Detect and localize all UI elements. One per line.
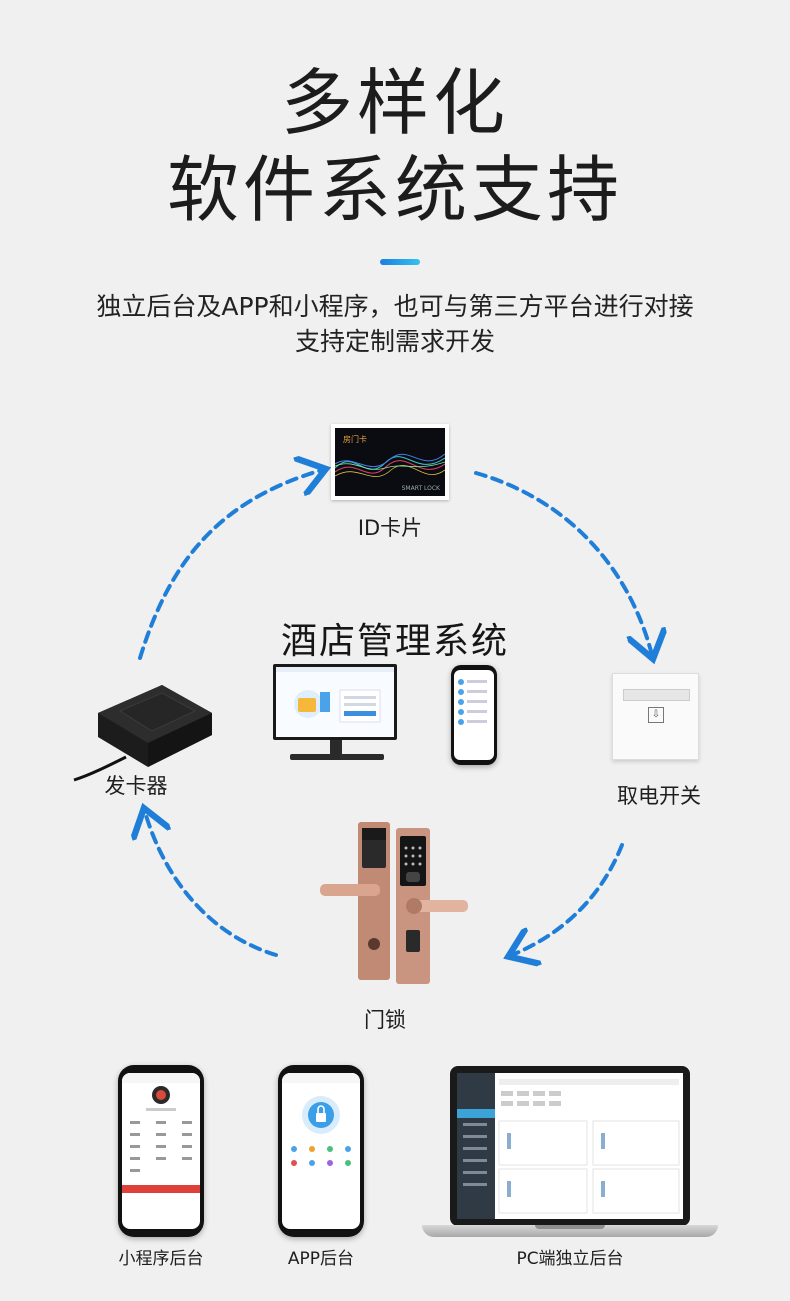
node-label-power-switch: 取电开关 xyxy=(617,784,701,808)
card-brand-text: SMART LOCK xyxy=(401,485,440,492)
pc-admin-screen xyxy=(457,1073,680,1219)
node-label-id-card: ID卡片 xyxy=(357,516,423,540)
switch-card-slot xyxy=(623,689,690,701)
arrow-issuer-to-card xyxy=(138,470,322,660)
page-title-line1: 多样化 xyxy=(280,61,509,145)
node-label-door-lock: 门锁 xyxy=(364,1008,406,1032)
down-arrow-icon: ⇩ xyxy=(648,707,664,723)
page-title-line2: 软件系统支持 xyxy=(166,148,623,232)
power-switch-image: ⇩ xyxy=(612,673,699,760)
node-label-card-issuer: 发卡器 xyxy=(104,774,168,798)
subtitle-line1: 独立后台及APP和小程序，也可与第三方平台进行对接 xyxy=(96,292,694,321)
card-name-text: 房门卡 xyxy=(343,435,367,444)
arrow-lock-to-issuer xyxy=(145,812,278,957)
hotel-system-title: 酒店管理系统 xyxy=(280,621,509,662)
accent-bar xyxy=(380,259,420,265)
laptop-notch xyxy=(535,1225,605,1229)
pc-laptop-image xyxy=(450,1066,690,1226)
app-phone-image xyxy=(278,1065,364,1237)
bottom-label-mini-program: 小程序后台 xyxy=(118,1249,204,1269)
system-phone-image xyxy=(451,665,497,765)
mini-program-phone-image xyxy=(118,1065,204,1237)
door-lock-image xyxy=(320,822,468,984)
arrow-card-to-switch xyxy=(474,471,652,655)
card-issuer-image xyxy=(73,685,212,782)
bottom-label-pc: PC端独立后台 xyxy=(516,1249,624,1269)
subtitle-line2: 支持定制需求开发 xyxy=(294,327,495,356)
laptop-base xyxy=(422,1225,718,1237)
phone-app-list xyxy=(458,679,487,725)
app-screen xyxy=(282,1073,360,1166)
card-wave-graphic xyxy=(335,453,445,477)
switch-print-lines xyxy=(623,728,688,738)
bottom-label-app: APP后台 xyxy=(287,1249,355,1269)
id-card-image: 房门卡 SMART LOCK xyxy=(331,424,449,500)
mini-program-screen xyxy=(122,1073,200,1193)
arrow-switch-to-lock xyxy=(512,843,624,955)
monitor-image xyxy=(273,664,397,760)
